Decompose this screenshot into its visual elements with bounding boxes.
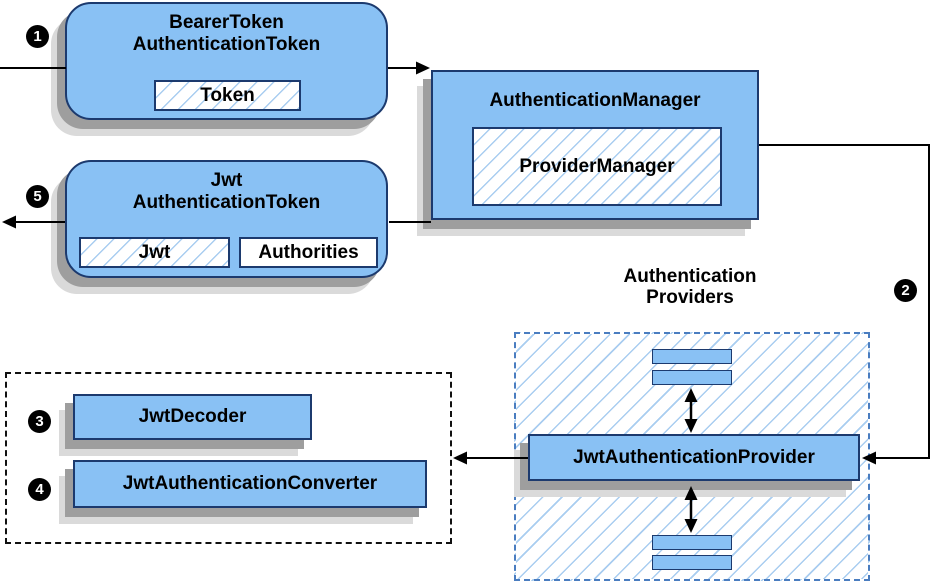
jwt-authentication-token-title: Jwt AuthenticationToken <box>67 170 386 214</box>
step4-badge: 4 <box>28 478 51 501</box>
provider-placeholder-bar <box>652 349 732 364</box>
jwt-token-title-line2: AuthenticationToken <box>132 192 321 213</box>
arrow-to-authentication-manager <box>388 61 430 75</box>
jwt-chip-label: Jwt <box>138 241 171 263</box>
jwt-authentication-converter-label: JwtAuthenticationConverter <box>122 473 378 494</box>
authentication-providers-label: Authentication Providers <box>590 266 790 308</box>
provider-placeholder-bar <box>652 535 732 550</box>
bearer-token-title-line1: BearerToken <box>169 12 284 33</box>
authorities-chip-label: Authorities <box>258 241 359 263</box>
provider-placeholder-bar <box>652 555 732 570</box>
jwt-authentication-provider-node: JwtAuthenticationProvider <box>528 434 860 481</box>
jwt-chip: Jwt <box>79 237 230 268</box>
authentication-providers-label-line1: Authentication <box>623 266 757 287</box>
token-chip-label: Token <box>200 84 255 106</box>
bearer-token-authentication-token-title: BearerToken AuthenticationToken <box>67 12 386 56</box>
bearer-token-title-line2: AuthenticationToken <box>132 34 321 55</box>
authentication-providers-label-line2: Providers <box>646 287 734 308</box>
token-chip: Token <box>154 80 301 111</box>
arrow-response-out <box>2 215 65 229</box>
provider-manager-chip-label: ProviderManager <box>519 155 675 177</box>
authorities-chip: Authorities <box>239 237 378 268</box>
authentication-manager-title: AuthenticationManager <box>489 90 701 111</box>
step1-badge: 1 <box>26 25 49 48</box>
step2-badge: 2 <box>894 279 917 302</box>
provider-placeholder-bar <box>652 370 732 385</box>
jwt-authentication-converter-node: JwtAuthenticationConverter <box>73 460 427 508</box>
jwt-decoder-node: JwtDecoder <box>73 394 312 440</box>
bearer-token-authentication-token-node: BearerToken AuthenticationToken Token <box>65 2 388 120</box>
authentication-manager-node: AuthenticationManager ProviderManager <box>431 70 759 220</box>
jwt-authentication-token-node: Jwt AuthenticationToken Jwt Authorities <box>65 160 388 278</box>
step5-badge: 5 <box>26 185 49 208</box>
converters-group <box>5 372 452 544</box>
jwt-decoder-label: JwtDecoder <box>138 406 247 427</box>
provider-manager-chip: ProviderManager <box>472 127 722 206</box>
step3-badge: 3 <box>28 410 51 433</box>
jwt-authentication-provider-label: JwtAuthenticationProvider <box>573 446 815 468</box>
jwt-token-title-line1: Jwt <box>210 170 243 191</box>
